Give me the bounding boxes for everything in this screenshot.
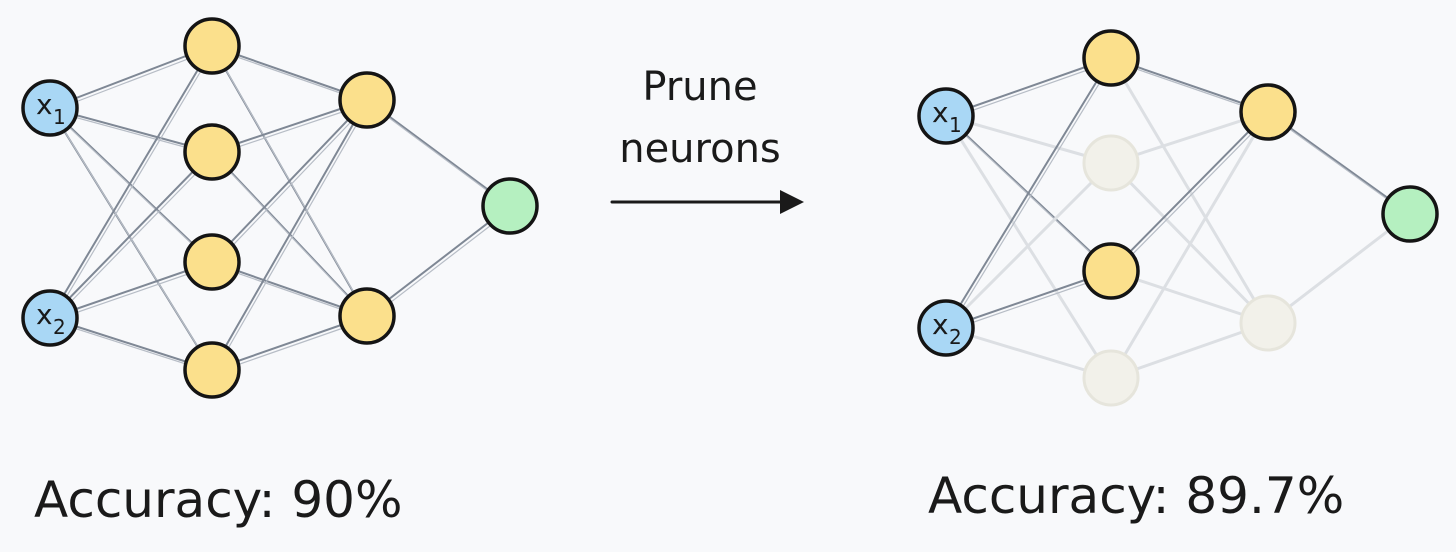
input-label: x — [36, 88, 53, 121]
input-subscript: 1 — [53, 105, 66, 129]
hidden-node-original-l2-1 — [338, 71, 396, 129]
accuracy-pruned: Accuracy: 89.7% — [928, 467, 1344, 525]
arrow-right-icon — [610, 190, 804, 214]
input-subscript: 2 — [949, 325, 962, 349]
arrow-label-line2: neurons — [619, 126, 781, 172]
edge-original-h14-h21 — [211, 99, 370, 374]
input-label: x — [932, 308, 949, 341]
input-subscript: 1 — [949, 113, 962, 137]
accuracy-original: Accuracy: 90% — [34, 471, 403, 529]
hidden-node-pruned-l1-3 — [1082, 242, 1140, 300]
edge-pruned-h14-h21 — [1109, 110, 1270, 380]
edges-original — [49, 45, 513, 374]
edge-original-h13-h21 — [211, 99, 370, 266]
edge-original-in1-h14 — [49, 107, 215, 374]
edge-original-in1-h13 — [49, 107, 215, 266]
hidden-node-pruned-l1-1 — [1082, 29, 1140, 87]
edge-original-in2-h12 — [49, 151, 215, 322]
pruned-hidden-node-pruned-l1-2 — [1082, 134, 1140, 192]
hidden-node-original-l1-3 — [183, 233, 241, 291]
prune-arrow: Prune neurons — [610, 64, 804, 214]
edge-original-in2-h11 — [49, 45, 215, 322]
hidden-node-original-l2-2 — [338, 287, 396, 345]
hidden-node-original-l1-1 — [183, 17, 241, 75]
edge-pruned-in2-h11 — [945, 57, 1114, 332]
edges-pruned — [944, 56, 1413, 380]
edge-pruned-in2-h12 — [944, 161, 1113, 330]
edge-original-h22-out — [366, 205, 513, 320]
edge-pruned-h13-h21 — [1110, 111, 1271, 275]
input-label: x — [932, 96, 949, 129]
input-subscript: 2 — [53, 315, 66, 339]
edge-original-h12-h22 — [211, 151, 370, 320]
edge-pruned-h22-out — [1266, 212, 1412, 325]
pruned-hidden-node-pruned-l2-2 — [1239, 294, 1297, 352]
hidden-node-pruned-l2-1 — [1239, 83, 1297, 141]
output-node-original — [481, 177, 539, 235]
output-node-pruned — [1381, 185, 1439, 243]
hidden-node-original-l1-4 — [183, 341, 241, 399]
hidden-node-original-l1-2 — [183, 123, 241, 181]
pruned-hidden-node-pruned-l1-4 — [1082, 349, 1140, 407]
input-label: x — [36, 298, 53, 331]
arrow-label-line1: Prune — [642, 64, 757, 110]
